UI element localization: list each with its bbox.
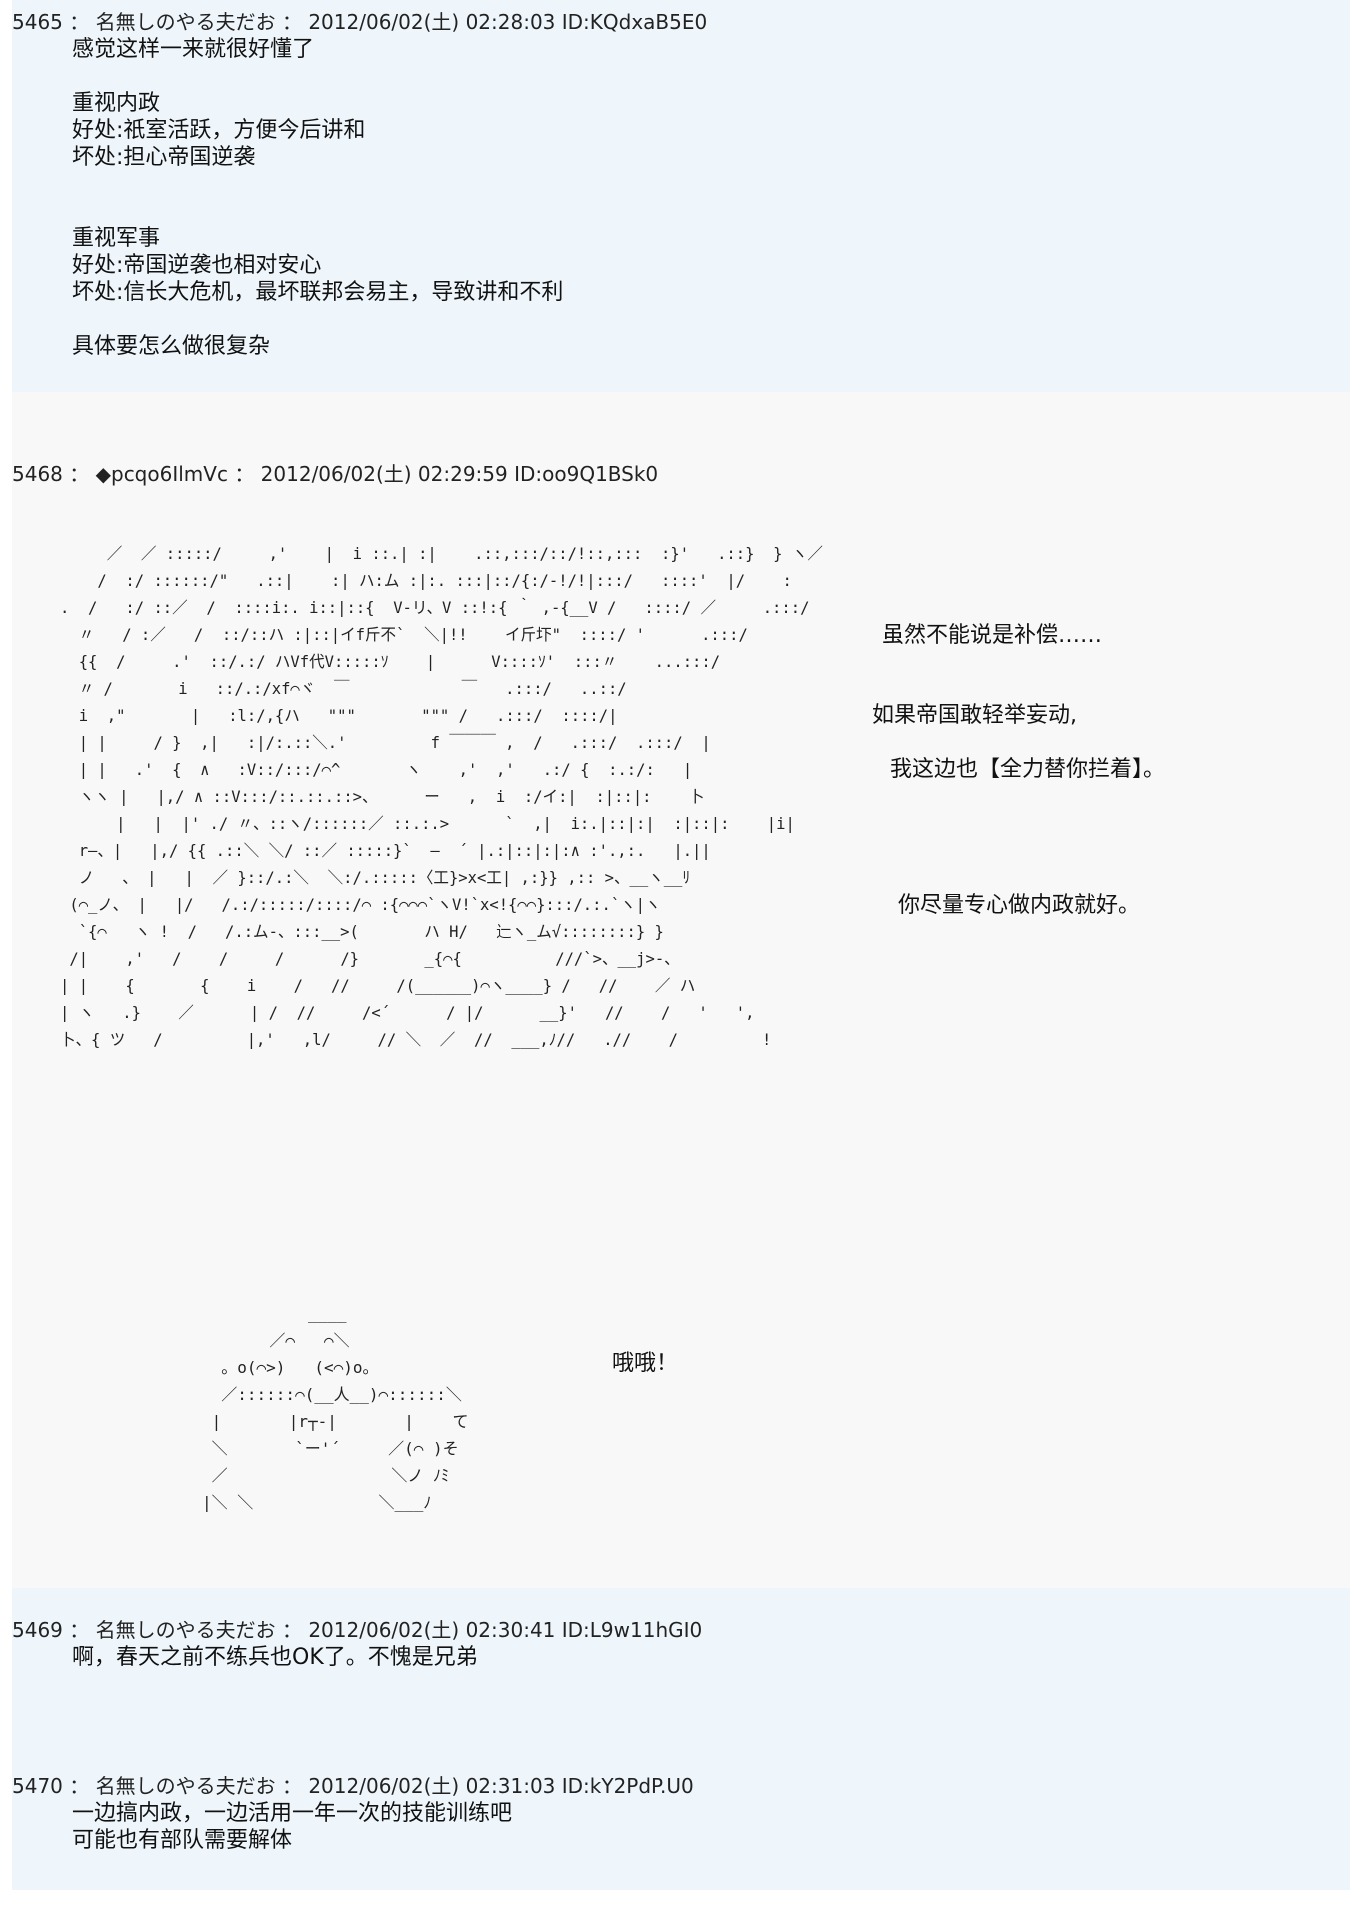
side-text-1: 虽然不能说是补偿…… bbox=[882, 623, 1103, 648]
side-text-2: 如果帝国敢轻举妄动, bbox=[872, 703, 1077, 728]
post-5468: 5468 ： ◆pcqo6IlmVc ： 2012/06/02(土) 02:29… bbox=[12, 392, 1350, 1588]
post-5470: 5470 ： 名無しのやる夫だお ： 2012/06/02(土) 02:31:0… bbox=[12, 1748, 1350, 1890]
post-5465: 5465 ： 名無しのやる夫だお ： 2012/06/02(土) 02:28:0… bbox=[12, 0, 1350, 392]
post-body: 一边搞内政，一边活用一年一次的技能训练吧 可能也有部队需要解体 bbox=[72, 1801, 513, 1853]
side-text-3: 我这边也【全力替你拦着】。 bbox=[890, 757, 1166, 782]
post-header: 5465 ： 名無しのやる夫だお ： 2012/06/02(土) 02:28:0… bbox=[12, 10, 708, 34]
ascii-art-small: ____ ／⌒ ⌒＼ 。o(⌒>) (<⌒)o。 ／::::::⌒(__人__)… bbox=[202, 1304, 469, 1512]
post-header: 5470 ： 名無しのやる夫だお ： 2012/06/02(土) 02:31:0… bbox=[12, 1774, 694, 1798]
post-header: 5469 ： 名無しのやる夫だお ： 2012/06/02(土) 02:30:4… bbox=[12, 1618, 703, 1642]
post-body: 感觉这样一来就很好懂了 重视内政 好处:祇室活跃，方便今后讲和 坏处:担心帝国逆… bbox=[72, 37, 564, 359]
post-5469: 5469 ： 名無しのやる夫だお ： 2012/06/02(土) 02:30:4… bbox=[12, 1588, 1350, 1748]
ascii-art-main: ／ ／ :::::/ ,' | i ::.| :| .::,:::/::/!::… bbox=[60, 544, 823, 1049]
side-text-5: 哦哦！ bbox=[612, 1351, 679, 1376]
post-header: 5468 ： ◆pcqo6IlmVc ： 2012/06/02(土) 02:29… bbox=[12, 462, 659, 486]
post-body: 啊，春天之前不练兵也OK了。不愧是兄弟 bbox=[72, 1645, 478, 1670]
side-text-4: 你尽量专心做内政就好。 bbox=[898, 893, 1141, 918]
